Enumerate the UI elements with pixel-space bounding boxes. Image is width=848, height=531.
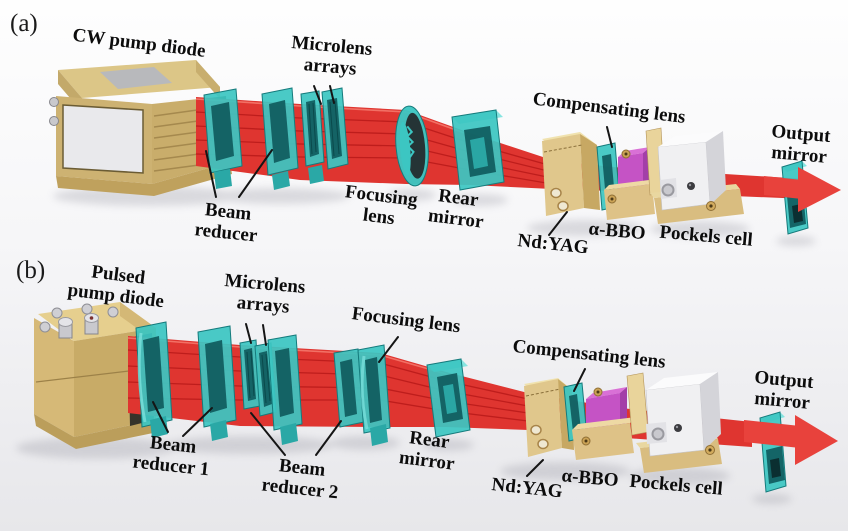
rear-mirror-model [451, 109, 505, 191]
panel-b-pointer-lines [152, 323, 586, 477]
rear-mirror-b-model [426, 358, 471, 438]
focusing-lens-b-model [357, 344, 391, 446]
focusing-lens-model [395, 105, 429, 187]
microlens-arrays-model [300, 87, 349, 184]
pockels-cell-model [650, 131, 744, 224]
beam-reducer-model [203, 87, 299, 190]
panel-a-scene [49, 60, 841, 246]
panel-b-scene [16, 302, 838, 504]
beam-reducer-1-model [135, 321, 237, 441]
beam-reducer-2-model [267, 334, 365, 445]
nd-yag-model [542, 132, 600, 216]
pulsed-pump-diode-model [34, 302, 158, 449]
panel-a-shadows [53, 186, 816, 246]
output-beam-arrow-b [744, 415, 838, 465]
pockels-cell-b-model [636, 372, 722, 473]
output-beam-arrow-a [764, 167, 841, 212]
panel-b-shadows [16, 436, 792, 504]
alpha-bbo-b-model [572, 387, 636, 460]
alpha-bbo-model [604, 147, 657, 220]
diode-top-connectors [39, 303, 119, 339]
panel-a-pointer-lines [205, 85, 613, 236]
